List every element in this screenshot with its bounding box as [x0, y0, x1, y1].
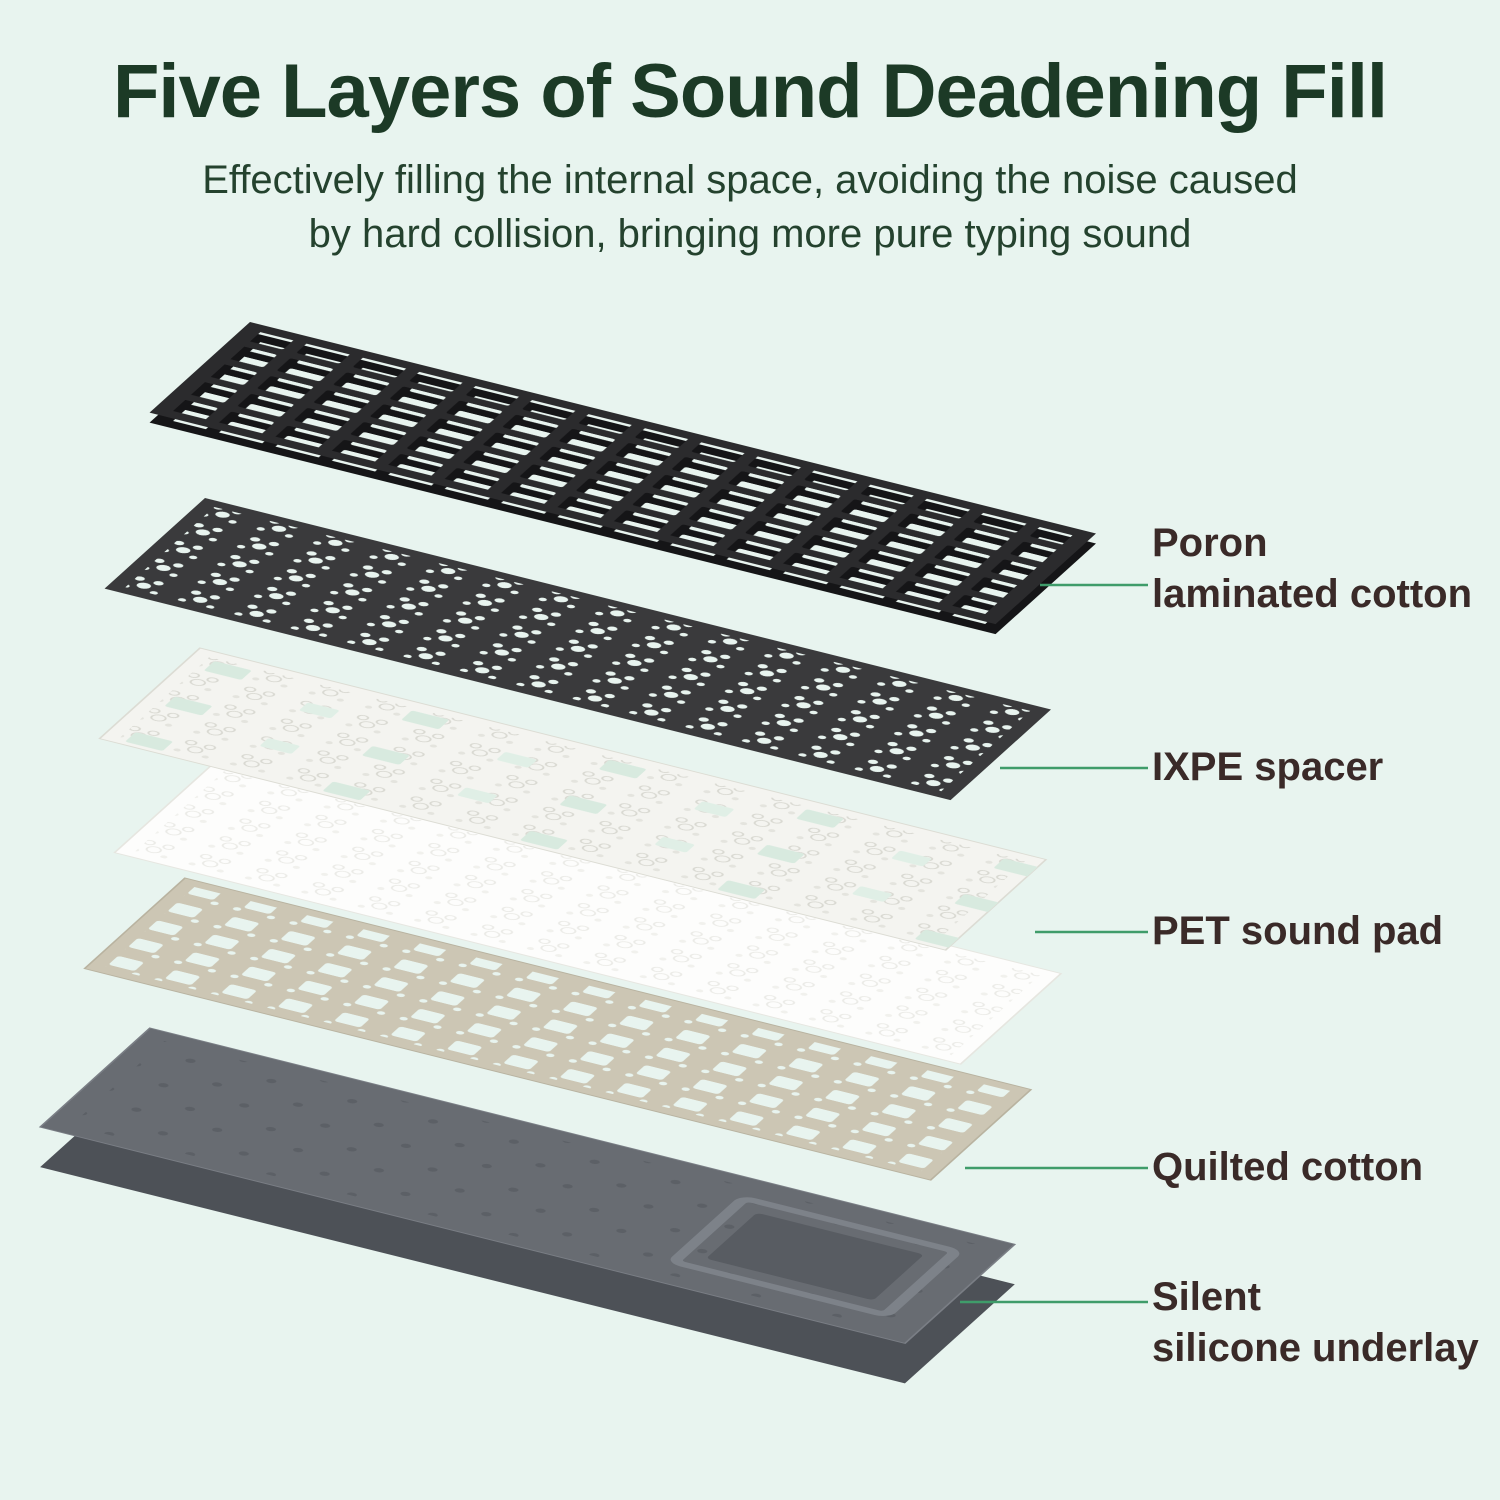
poron-sheet	[104, 498, 1052, 801]
ixpe-reflections	[99, 648, 1047, 951]
label-line: Silent	[1152, 1275, 1261, 1319]
layer-quilted-cotton	[83, 877, 1033, 1181]
pet-markings	[135, 770, 1041, 1056]
label-line: Poron	[1152, 521, 1268, 565]
label-quilted-cotton: Quilted cotton	[1152, 1142, 1423, 1193]
layer-poron-cotton	[104, 498, 1052, 801]
silicone-recess	[707, 1213, 923, 1300]
label-line: Quilted cotton	[1152, 1145, 1424, 1189]
label-line: PET sound pad	[1152, 909, 1444, 953]
label-ixpe-spacer: IXPE spacer	[1152, 742, 1383, 793]
quilted-sheet	[83, 877, 1033, 1181]
plate-face	[149, 322, 1097, 625]
subtitle-line-1: Effectively filling the internal space, …	[202, 158, 1298, 202]
label-line: IXPE spacer	[1152, 745, 1384, 789]
label-poron-laminated-cotton: Poron laminated cotton	[1152, 518, 1472, 620]
page-subtitle: Effectively filling the internal space, …	[0, 153, 1500, 261]
label-pet-sound-pad: PET sound pad	[1152, 906, 1443, 957]
label-line: silicone underlay	[1152, 1326, 1479, 1371]
layer-silicone-underlay	[38, 1027, 1017, 1384]
layer-switch-plate	[149, 322, 1097, 635]
silicone-raised-rim	[670, 1197, 960, 1316]
page-title: Five Layers of Sound Deadening Fill	[112, 49, 1388, 134]
header: Five Layers of Sound Deadening Fill Effe…	[0, 0, 1500, 261]
label-line: laminated cotton	[1152, 572, 1473, 617]
subtitle-line-2: by hard collision, bringing more pure ty…	[308, 212, 1192, 256]
layer-ixpe-spacer	[98, 647, 1048, 951]
label-silent-silicone-underlay: Silent silicone underlay	[1152, 1272, 1479, 1374]
